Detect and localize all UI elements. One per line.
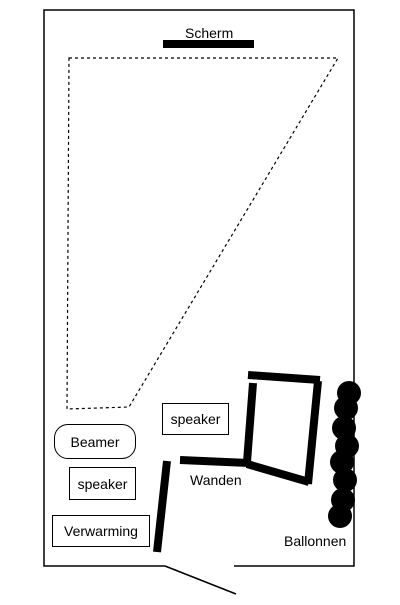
balloon xyxy=(328,504,352,528)
wall-vertical-left xyxy=(153,460,171,553)
balloons-label: Ballonnen xyxy=(284,533,347,549)
speaker-left-label: speaker xyxy=(77,475,128,492)
seating-area xyxy=(66,57,340,410)
heating-box: Verwarming xyxy=(52,515,150,547)
speaker-center-box: speaker xyxy=(162,403,229,435)
beamer-box: Beamer xyxy=(54,424,136,459)
heating-label: Verwarming xyxy=(64,523,138,539)
balloons xyxy=(328,381,361,528)
wall-horizontal xyxy=(179,456,250,467)
speaker-left-box: speaker xyxy=(69,467,136,500)
speaker-center-label: speaker xyxy=(170,411,221,427)
walls xyxy=(153,371,322,553)
balloon xyxy=(332,416,356,440)
wall-left xyxy=(243,382,257,463)
room-outline xyxy=(43,9,355,567)
beamer-label: Beamer xyxy=(70,433,120,450)
screen-bar xyxy=(163,40,254,48)
screen-label: Scherm xyxy=(185,25,234,41)
wall-right xyxy=(304,380,322,485)
walls-label: Wanden xyxy=(190,472,242,488)
door-line xyxy=(164,565,237,595)
wall-diagonal xyxy=(245,460,311,486)
wall-top xyxy=(247,371,321,384)
balloon xyxy=(330,450,354,474)
balloon xyxy=(333,468,357,492)
balloon xyxy=(334,396,358,420)
